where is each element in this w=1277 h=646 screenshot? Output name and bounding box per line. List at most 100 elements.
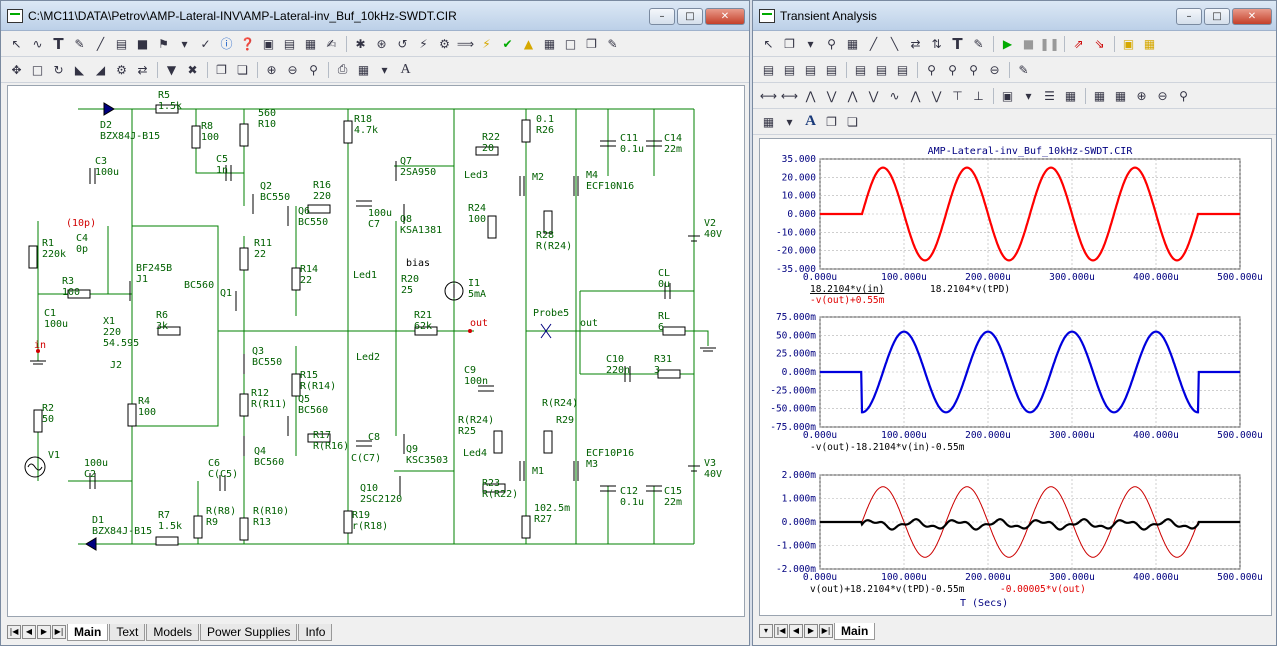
power-icon[interactable]: ⚡	[419, 36, 428, 51]
component-m2[interactable]: M2	[532, 172, 544, 183]
flip-y-icon[interactable]: ◢	[95, 62, 106, 77]
component-r13[interactable]: R(R10)R13	[253, 506, 289, 528]
prev-page-button[interactable]: ◀	[22, 625, 36, 639]
step-down-icon[interactable]: ▼	[166, 62, 177, 77]
transient-titlebar[interactable]: Transient Analysis – □ ✕	[753, 1, 1276, 31]
component-led3[interactable]: Led3	[464, 170, 488, 181]
component-c8[interactable]: C8	[368, 432, 380, 443]
node-numbers-icon[interactable]: ✱	[355, 36, 366, 51]
flag-icon[interactable]: ⚑	[158, 36, 169, 51]
warning-icon[interactable]: ▲	[523, 36, 534, 51]
component-in[interactable]: in	[34, 340, 46, 351]
component-m1[interactable]: M1	[532, 466, 544, 477]
component-bias[interactable]: bias	[406, 258, 430, 269]
schematic-titlebar[interactable]: C:\MC11\DATA\Petrov\AMP-Lateral-INV\AMP-…	[1, 1, 749, 31]
component-c6[interactable]: C6C(C5)	[208, 458, 238, 480]
component-r7[interactable]: R71.5k	[158, 510, 182, 532]
tile-icon[interactable]: ▦	[357, 62, 370, 77]
zoom-in-icon[interactable]: ⊕	[266, 62, 277, 77]
dropdown-icon[interactable]: ▾	[807, 36, 814, 51]
cursor-right-icon[interactable]: ⟷	[780, 88, 799, 103]
first-page-button[interactable]: |◀	[7, 625, 21, 639]
horizontal-tag-icon[interactable]: ⇄	[910, 36, 921, 51]
top-icon[interactable]: ⊤	[952, 88, 963, 103]
next-page-button[interactable]: ▶	[37, 625, 51, 639]
component-j2[interactable]: J2	[110, 360, 122, 371]
minimize-button[interactable]: –	[1176, 8, 1202, 25]
camera-icon[interactable]: ▣	[262, 36, 275, 51]
tag-icon[interactable]: ╱	[869, 36, 878, 51]
close-button[interactable]: ✕	[705, 8, 745, 25]
bottom-icon[interactable]: ⊥	[973, 88, 984, 103]
component-led1[interactable]: Led1	[353, 270, 377, 281]
minimize-button[interactable]: –	[649, 8, 675, 25]
last-page-button[interactable]: ▶|	[819, 624, 833, 638]
select-arrow-icon[interactable]: ↖	[11, 36, 22, 51]
plot-2-icon[interactable]: ▤	[783, 62, 796, 77]
component-led2[interactable]: Led2	[356, 352, 380, 363]
low-icon[interactable]: ⋁	[868, 88, 879, 103]
box-icon[interactable]: □	[31, 62, 44, 77]
inflection-icon[interactable]: ∿	[889, 88, 900, 103]
component-cc7[interactable]: C(C7)	[351, 453, 381, 464]
text-tool-icon[interactable]: T	[53, 34, 64, 53]
component-led4[interactable]: Led4	[463, 448, 487, 459]
tile-icon[interactable]: ▦	[762, 114, 775, 129]
prev-page-button[interactable]: ◀	[789, 624, 803, 638]
pencil-icon[interactable]: ✎	[74, 36, 85, 51]
maximize-button[interactable]: □	[677, 8, 703, 25]
global-low-icon[interactable]: ⋁	[931, 88, 942, 103]
plot-3-icon[interactable]: ▤	[804, 62, 817, 77]
component-v1[interactable]: V1	[48, 450, 60, 461]
help-icon[interactable]: ❓	[240, 36, 255, 51]
maximize-button[interactable]: □	[1204, 8, 1230, 25]
stop-icon[interactable]: ✖	[187, 62, 198, 77]
lightning-icon[interactable]: ⚡	[482, 36, 491, 51]
text-tool-icon[interactable]: T	[952, 34, 963, 53]
copy-page-icon[interactable]: ❐	[586, 36, 597, 51]
axis-x-icon[interactable]: ▤	[854, 62, 867, 77]
schematic-tab-info[interactable]: Info	[298, 623, 333, 641]
next-page-button[interactable]: ▶	[804, 624, 818, 638]
close-button[interactable]: ✕	[1232, 8, 1272, 25]
zoom-out-icon[interactable]: ⊖	[287, 62, 298, 77]
schematic-tab-models[interactable]: Models	[146, 623, 200, 641]
zoom-y-icon[interactable]: ⚲	[969, 62, 978, 77]
edit-icon[interactable]: ✍	[326, 36, 337, 51]
copy-icon[interactable]: ❐	[216, 62, 227, 77]
font-icon[interactable]: A	[805, 113, 816, 129]
copy-icon[interactable]: ❐	[826, 114, 837, 129]
zoom-box-icon[interactable]: ⚲	[827, 36, 836, 51]
component-icon[interactable]: ■	[136, 36, 149, 51]
mirror-icon[interactable]: ⇄	[137, 62, 148, 77]
node-voltage-icon[interactable]: ⊛	[376, 36, 387, 51]
component-out1[interactable]: out	[470, 318, 488, 329]
grid-icon[interactable]: ▦	[1143, 36, 1156, 51]
component-rl[interactable]: RL6	[658, 311, 670, 333]
component-r29[interactable]: R29	[556, 415, 574, 426]
plot-1[interactable]: 35.00020.00010.0000.000-10.000-20.000-35…	[776, 154, 1263, 306]
page-icon[interactable]: □	[564, 36, 577, 51]
vertical-tag-icon[interactable]: ⇅	[931, 36, 942, 51]
